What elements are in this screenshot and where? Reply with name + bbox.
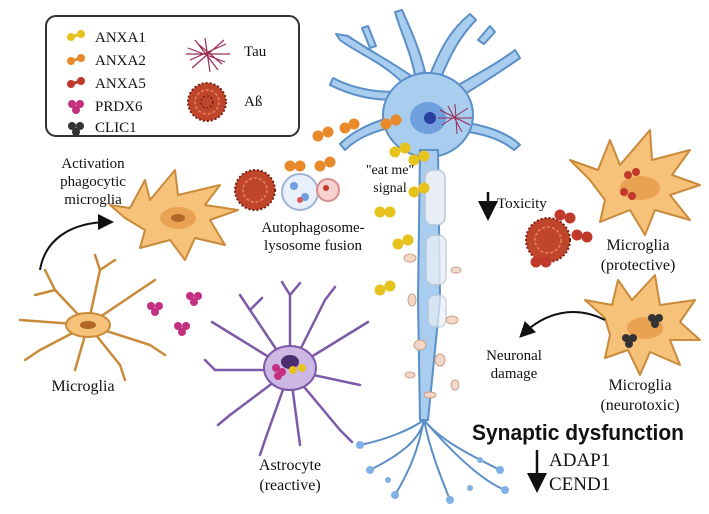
scattered-prdx6 (147, 292, 202, 336)
label-astrocyte-2: (reactive) (259, 477, 320, 494)
label-microglia-protective-2: (protective) (601, 257, 676, 274)
astrocyte (203, 280, 370, 457)
label-microglia-neurotoxic-1: Microglia (608, 377, 671, 394)
label-astrocyte-1: Astrocyte (259, 457, 321, 474)
legend-label-prdx6: PRDX6 (95, 99, 143, 115)
abeta-plaque-left (234, 169, 276, 211)
legend-label-anxa2: ANXA2 (95, 53, 146, 69)
label-synaptic-dysfunction: Synaptic dysfunction (472, 420, 684, 445)
microglia-protective (569, 129, 701, 236)
label-neuronal-1: Neuronal (486, 348, 542, 364)
label-microglia-neurotoxic-2: (neurotoxic) (600, 397, 679, 414)
legend-tau-icon (186, 37, 230, 73)
legend-label-anxa1: ANXA1 (95, 30, 146, 46)
label-eatme-1: "eat me" (366, 163, 414, 178)
legend-anxa1-icon (67, 30, 85, 41)
legend-abeta-icon (187, 82, 227, 122)
abeta-plaque-right (525, 217, 571, 263)
legend: ANXA1 ANXA2 ANXA5 PRDX6 CLIC1 Tau (45, 15, 300, 137)
label-adap1: ADAP1 (549, 450, 610, 471)
legend-prdx6-icon (68, 100, 84, 114)
label-activation-3: microglia (64, 192, 122, 208)
microglia-phagocytic (109, 169, 239, 261)
label-cend1: CEND1 (549, 474, 610, 495)
microglia-neurotoxic (584, 274, 701, 376)
label-eatme-2: signal (373, 181, 407, 196)
legend-clic1-icon (68, 122, 84, 136)
label-microglia-protective-1: Microglia (606, 237, 669, 254)
neuron (329, 9, 521, 504)
astrocyte-markers (272, 364, 306, 380)
activation-arrow (39, 214, 114, 271)
neuron-tau-icon (438, 103, 472, 135)
label-autophago-1: Autophagosome- (261, 220, 364, 236)
microglia-resting (18, 253, 167, 382)
label-neuronal-2: damage (491, 366, 538, 382)
legend-label-anxa5: ANXA5 (95, 76, 146, 92)
legend-anxa5-icon (67, 77, 85, 88)
label-activation-2: phagocytic (60, 174, 126, 190)
scattered-anxa1 (374, 142, 430, 296)
legend-label-clic1: CLIC1 (95, 120, 137, 136)
autophagosome-lysosome-icon (281, 173, 340, 211)
legend-box (45, 15, 300, 137)
legend-label-abeta: Aß (244, 94, 262, 110)
label-autophago-2: lysosome fusion (264, 238, 362, 254)
legend-label-tau: Tau (244, 44, 267, 60)
label-microglia: Microglia (51, 378, 114, 395)
label-toxicity: Toxicity (497, 196, 547, 212)
anxa5-markers-right (530, 209, 593, 268)
legend-anxa2-icon (67, 54, 85, 65)
label-activation-1: Activation (61, 156, 125, 172)
scattered-anxa2 (284, 114, 402, 172)
neuronal-damage-arrow (519, 311, 606, 338)
